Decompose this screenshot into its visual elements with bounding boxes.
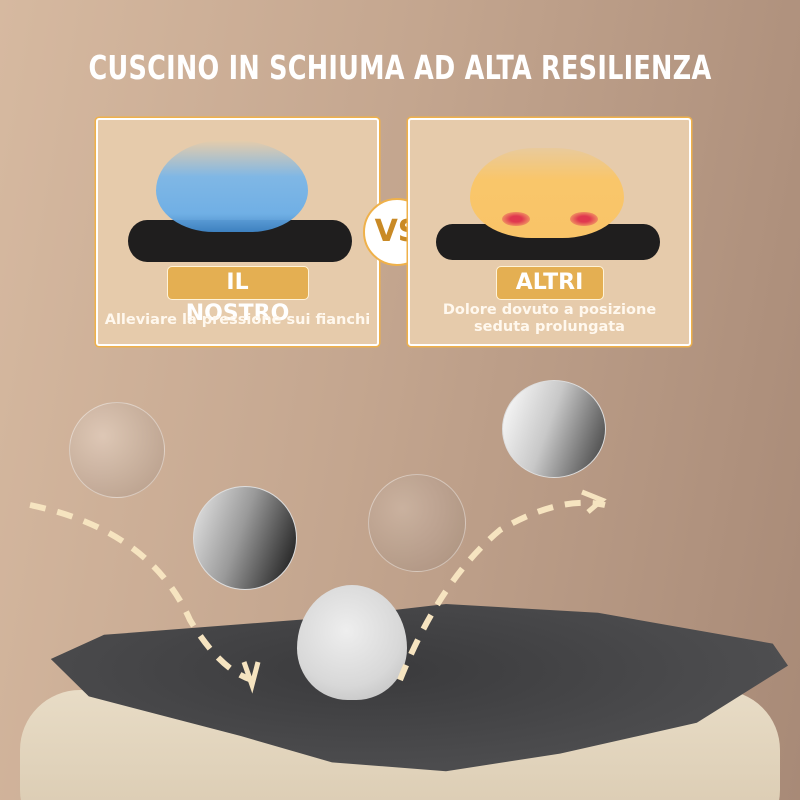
page-title: CUSCINO IN SCHIUMA AD ALTA RESILIENZA [88,48,712,87]
others-caption-line2: seduta prolungata [474,319,625,335]
others-caption: Dolore dovuto a posizione seduta prolung… [410,302,689,336]
pressure-point-icon [502,212,530,226]
our-product-caption: Alleviare la pressione sui fianchi [104,312,371,328]
pressure-point-icon [570,212,598,226]
others-caption-line1: Dolore dovuto a posizione [442,302,657,318]
seated-body-illustration [470,148,624,238]
seated-body-illustration [156,140,308,232]
bounce-trajectory-arrows [29,489,607,694]
our-product-panel: IL NOSTRO Alleviare la pressione sui fia… [96,118,379,346]
ghost-ball-icon [69,402,165,498]
others-badge: ALTRI [495,266,604,300]
ghost-ball-icon [368,474,466,572]
bouncing-ball-icon [502,380,606,478]
falling-ball-icon [193,486,297,590]
our-product-badge: IL NOSTRO [166,266,309,326]
sunk-ball-icon [297,585,407,700]
others-panel: ALTRI Dolore dovuto a posizione seduta p… [408,118,691,346]
